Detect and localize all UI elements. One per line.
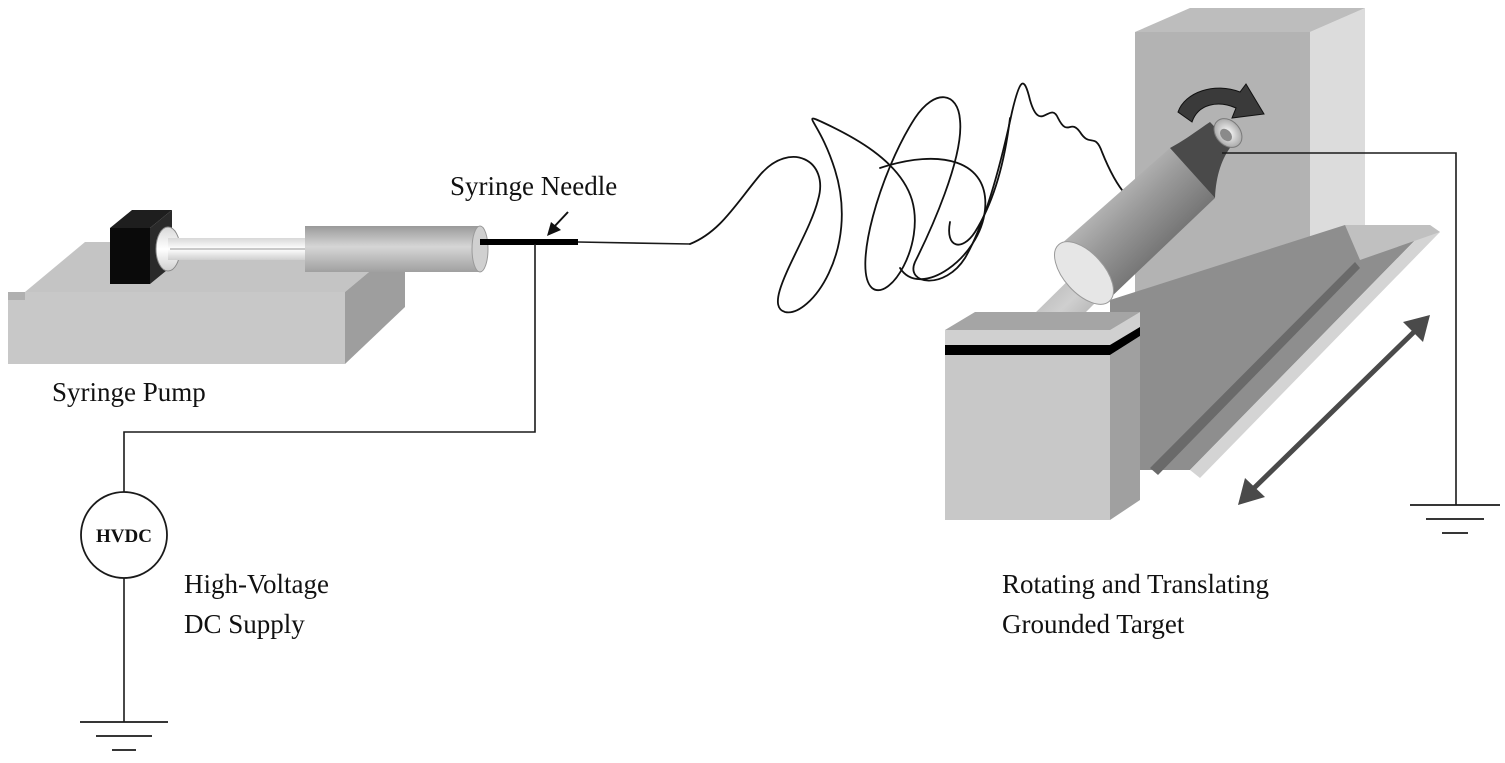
needle-pointer-arrow [547,211,569,236]
rail-side [1345,225,1440,260]
back-plate-top [1135,8,1365,32]
mandrel-cap-hub [1220,128,1232,142]
pump-base-edge [8,292,25,300]
ground-symbol-icon [1410,504,1500,534]
target-label-line2: Grounded Target [1002,609,1185,639]
carriage-top [945,312,1140,330]
mandrel-drum-end-left [1054,241,1114,305]
carriage-front [945,355,1110,520]
syringe-barrel-end [471,225,489,273]
pump-pusher-block [110,228,150,284]
pump-base-side [345,242,405,364]
syringe-pump [8,210,578,364]
syringe-pump-label: Syringe Pump [52,377,206,407]
hvdc-label: HVDC [96,526,152,547]
supply-label-line2: DC Supply [184,609,305,639]
carriage-black-band [945,327,1140,355]
mandrel-neck [1170,122,1232,198]
carriage-stripe [945,312,1140,345]
rail-lip [1190,225,1440,478]
syringe-needle [480,239,578,245]
double-headed-arrow-icon [1238,315,1430,505]
needle-to-supply-wire [123,244,536,492]
syringe-needle-label: Syringe Needle [450,171,617,201]
rail-groove [1150,262,1360,475]
whipping-fiber-loop-3 [948,117,1011,246]
ground-symbol-icon [80,721,168,751]
syringe-barrel [305,226,480,272]
fiber-jet-line [577,241,691,245]
target-label-line1: Rotating and Translating [1002,569,1269,599]
carriage-side [1110,336,1140,520]
whipping-fiber [689,82,1169,314]
whipping-fiber-loop-2 [879,157,987,281]
hvdc-supply-circle [80,491,168,579]
back-plate-front [1135,32,1310,300]
wiring [123,152,1457,722]
grounded-target [945,8,1440,520]
pump-pusher-top [110,210,172,228]
curved-arrow-icon [1177,83,1265,123]
supply-label-line1: High-Voltage [184,569,329,599]
target-to-ground-wire [1222,152,1457,505]
pump-base-front [8,292,345,364]
